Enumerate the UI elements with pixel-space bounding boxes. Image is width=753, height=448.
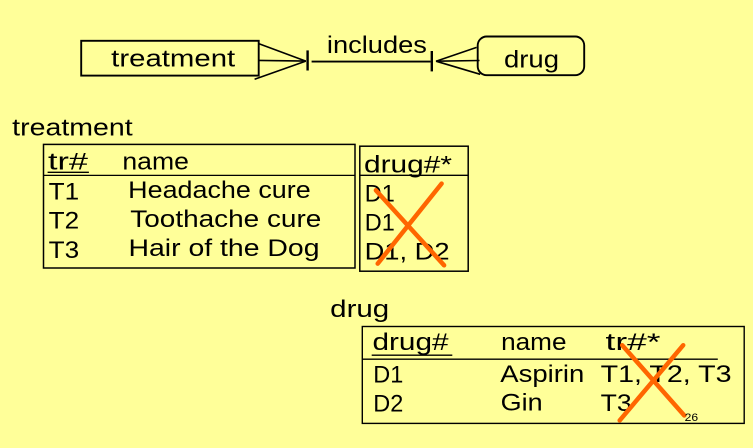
svg-text:T2: T2 xyxy=(49,208,80,235)
svg-text:D2: D2 xyxy=(373,390,403,417)
svg-text:name: name xyxy=(501,329,566,356)
svg-text:drug: drug xyxy=(330,296,389,323)
svg-text:Gin: Gin xyxy=(501,389,543,416)
svg-text:26: 26 xyxy=(685,412,699,424)
svg-text:tr#*: tr#* xyxy=(606,329,662,356)
svg-text:T3: T3 xyxy=(49,237,80,264)
svg-text:Toothache cure: Toothache cure xyxy=(130,206,321,233)
svg-text:treatment: treatment xyxy=(12,115,133,142)
svg-text:T1: T1 xyxy=(49,179,80,206)
svg-text:drug#: drug# xyxy=(373,329,449,356)
svg-text:treatment: treatment xyxy=(111,46,235,73)
svg-text:Hair of the Dog: Hair of the Dog xyxy=(129,235,320,262)
svg-text:includes: includes xyxy=(327,32,427,59)
svg-text:D1: D1 xyxy=(365,209,395,236)
svg-text:drug: drug xyxy=(504,47,559,74)
svg-text:D1: D1 xyxy=(373,362,403,389)
svg-text:Aspirin: Aspirin xyxy=(500,361,584,388)
svg-text:Headache cure: Headache cure xyxy=(128,177,310,204)
svg-text:tr#: tr# xyxy=(48,148,89,175)
svg-text:drug#*: drug#* xyxy=(364,152,453,179)
svg-text:name: name xyxy=(122,148,188,175)
